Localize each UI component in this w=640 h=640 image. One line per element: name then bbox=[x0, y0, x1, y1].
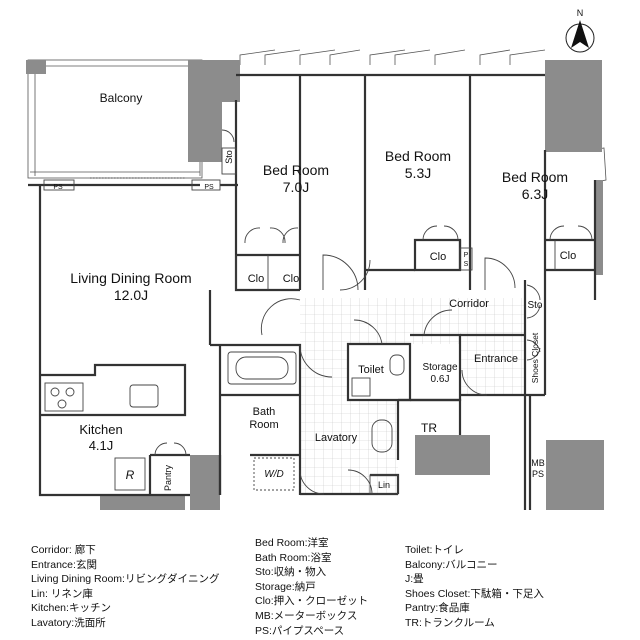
shoes-closet-label: Shoes Closet bbox=[530, 332, 540, 383]
legend-col-2: Bed Room:洋室 Bath Room:浴室 Sto:収納・物入 Stora… bbox=[255, 536, 368, 638]
legend-item: Shoes Closet:下駄箱・下足入 bbox=[405, 587, 544, 600]
kitchen-name: Kitchen bbox=[79, 422, 122, 437]
pipe-space-s: S bbox=[464, 261, 469, 268]
bedroom-3-name: Bed Room bbox=[502, 169, 568, 185]
thin-lines bbox=[43, 147, 556, 495]
legend-item: J:畳 bbox=[405, 573, 424, 586]
legend-item: Pantry:食品庫 bbox=[405, 602, 470, 615]
legend-item: Bed Room:洋室 bbox=[255, 537, 329, 549]
storage-name: Storage bbox=[422, 362, 457, 373]
meter-box-label: MB bbox=[531, 458, 545, 468]
closet-label-4: Clo bbox=[560, 250, 577, 262]
legend-item: Sto:収納・物入 bbox=[255, 566, 327, 579]
bedroom-1-name: Bed Room bbox=[263, 162, 329, 178]
entrance-label: Entrance bbox=[474, 353, 518, 365]
bedroom-3-size: 6.3J bbox=[522, 186, 548, 202]
legend-item: MB:メーターボックス bbox=[255, 609, 358, 622]
legend-item: Lavatory:洗面所 bbox=[31, 616, 106, 629]
legend-item: Toilet:トイレ bbox=[405, 544, 464, 556]
storage-label-bedroom: Sto bbox=[224, 150, 234, 164]
living-dining-size: 12.0J bbox=[114, 287, 148, 303]
trunk-room-label: TR bbox=[421, 421, 437, 435]
closet-label-1: Clo bbox=[248, 273, 265, 285]
pipe-space-label-left: PS bbox=[53, 184, 63, 191]
closet-label-3: Clo bbox=[430, 251, 447, 263]
pipe-space-label-right: PS bbox=[204, 184, 214, 191]
kitchen-size: 4.1J bbox=[89, 438, 114, 453]
storage-label-entrance: Sto bbox=[527, 300, 542, 311]
bedroom-2-name: Bed Room bbox=[385, 148, 451, 164]
legend-item: Lin: リネン庫 bbox=[31, 587, 93, 600]
bath-label-2: Room bbox=[249, 419, 278, 431]
walls bbox=[28, 73, 597, 510]
legend-item: Bath Room:浴室 bbox=[255, 551, 332, 564]
closet-label-2: Clo bbox=[283, 273, 300, 285]
pipe-space-label: PS bbox=[532, 469, 544, 479]
bedroom-2-size: 5.3J bbox=[405, 165, 431, 181]
living-dining-name: Living Dining Room bbox=[70, 270, 191, 286]
bath-label-1: Bath bbox=[253, 406, 276, 418]
tiled-floor bbox=[300, 298, 525, 494]
legend-item: Living Dining Room:リビングダイニング bbox=[31, 573, 220, 586]
legend-item: Balcony:バルコニー bbox=[405, 558, 498, 571]
legend-item: PS:パイプスペース bbox=[255, 624, 345, 637]
legend-item: Kitchen:キッチン bbox=[31, 602, 111, 615]
pipe-space-p: P bbox=[464, 252, 469, 259]
legend-item: Entrance:玄関 bbox=[31, 558, 97, 571]
fridge-label: R bbox=[126, 468, 135, 482]
linen-label-lavatory: Lin bbox=[378, 480, 390, 490]
lavatory-label: Lavatory bbox=[315, 432, 358, 444]
door-swings bbox=[154, 129, 593, 495]
compass-north-label: N bbox=[577, 8, 584, 18]
balcony-label: Balcony bbox=[100, 91, 143, 105]
pantry-label: Pantry bbox=[163, 464, 173, 491]
legend-item: TR:トランクルーム bbox=[405, 616, 495, 629]
legend-item: Storage:納戸 bbox=[255, 580, 316, 593]
legend-item: Corridor: 廊下 bbox=[31, 544, 96, 556]
bedroom-1-size: 7.0J bbox=[283, 179, 309, 195]
legend-item: Clo:押入・クローゼット bbox=[255, 595, 369, 608]
legend-col-3: Toilet:トイレ Balcony:バルコニー J:畳 Shoes Close… bbox=[405, 543, 544, 631]
room-labels: Balcony Bed Room 7.0J Bed Room 5.3J Bed … bbox=[53, 91, 576, 491]
legend-col-1: Corridor: 廊下 Entrance:玄関 Living Dining R… bbox=[31, 543, 219, 631]
corridor-label: Corridor bbox=[449, 298, 489, 310]
structural-walls bbox=[26, 60, 604, 510]
storage-size: 0.6J bbox=[431, 374, 450, 385]
toilet-label: Toilet bbox=[358, 364, 384, 376]
washer-dryer-label: W/D bbox=[264, 469, 283, 480]
north-compass: N bbox=[565, 8, 595, 53]
balcony-area bbox=[27, 59, 203, 179]
